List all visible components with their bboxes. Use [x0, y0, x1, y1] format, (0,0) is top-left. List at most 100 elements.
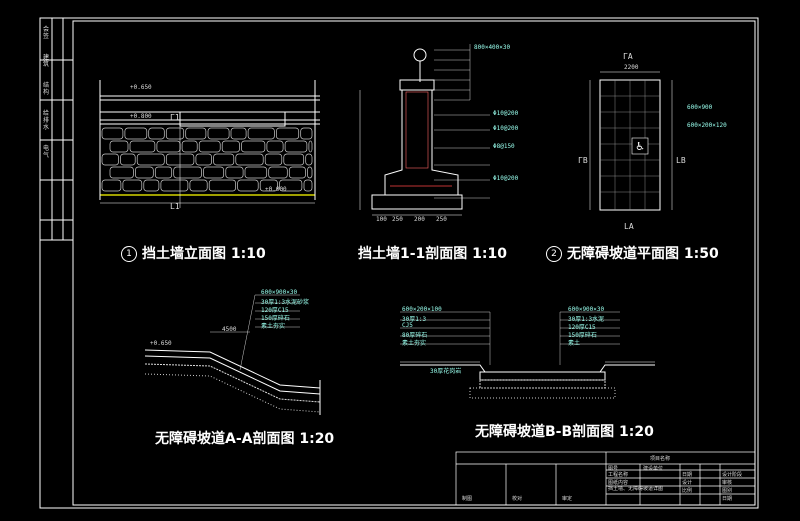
title-ramp-section-aa: 无障碍坡道A-A剖面图 1:20	[155, 431, 335, 447]
aa-span: 4500	[222, 326, 237, 333]
wall-stone	[124, 127, 148, 140]
bb-left-layer-4: 80厚碎石	[402, 332, 428, 339]
wall-stone	[259, 179, 278, 192]
wall-stone	[288, 166, 306, 179]
mark-top: ΓA	[623, 52, 633, 61]
callout-2: Φ10@200	[493, 125, 519, 132]
aa-layer-2: 30厚1:3水泥砂浆	[261, 299, 310, 306]
wall-stone	[268, 166, 288, 179]
strip-char: 签	[43, 33, 50, 40]
wall-stone	[225, 166, 244, 179]
strip-char: 电	[43, 145, 50, 152]
wall-stone	[284, 140, 308, 153]
wall-stone	[189, 179, 208, 192]
cap-spec-label: 800×400×30	[474, 44, 511, 51]
wall-stone	[303, 179, 313, 192]
tb-review: 审核	[722, 480, 733, 486]
inner-frame	[72, 20, 756, 506]
side-strip: 会 签 建 筑 结 构 给 排 水 电 气	[43, 26, 51, 159]
wall-stone	[264, 153, 283, 166]
title-retaining-wall-elevation: 挡土墙立面图 1:10	[142, 246, 266, 262]
outer-frame	[39, 17, 759, 509]
strip-char: 建	[43, 54, 50, 61]
dim-bottom-4: 250	[436, 216, 447, 223]
svg-text:♿: ♿	[635, 140, 645, 153]
aa-layer-3: 120厚C15	[261, 307, 289, 314]
wall-stone	[136, 153, 165, 166]
callout-4: Φ10@200	[493, 175, 519, 182]
tb-content-label: 图纸内容	[608, 480, 629, 486]
dim-bottom-2: 250	[392, 216, 403, 223]
wall-stone	[230, 127, 247, 140]
bb-left-layer-5: 素土夯实	[402, 340, 427, 347]
wall-stone	[160, 179, 189, 192]
mark-left: ΓB	[578, 156, 588, 165]
strip-char: 气	[43, 152, 50, 159]
ramp-section-aa	[144, 294, 321, 415]
drawing-number-2: 2	[546, 246, 562, 262]
aa-layer-1: 600×900×30	[261, 289, 298, 296]
tile-spec-2: 600×200×120	[687, 122, 727, 129]
aa-elev: +0.650	[150, 340, 172, 347]
wall-stone	[101, 127, 124, 140]
ramp-plan: ♿	[589, 71, 673, 211]
wall-stone	[279, 179, 303, 192]
bb-bottom-note: 30厚花岗岩	[430, 368, 462, 375]
wall-stone	[221, 140, 240, 153]
wall-stone	[122, 179, 143, 192]
tb-project: 工程名称	[608, 472, 629, 478]
wall-stone	[237, 179, 259, 192]
dim-bottom-1: 100	[376, 216, 387, 223]
wall-stone	[276, 127, 300, 140]
aa-layer-5: 素土夯实	[261, 323, 286, 330]
tb-client: 建设单位	[643, 466, 664, 472]
aa-layer-4: 150厚碎石	[261, 315, 290, 322]
wall-stone	[203, 166, 225, 179]
bb-right-layer-4: 150厚碎石	[568, 332, 597, 339]
retaining-wall-section	[359, 44, 490, 216]
strip-char: 水	[43, 124, 50, 131]
wall-stone	[235, 153, 264, 166]
wall-stone	[241, 140, 266, 153]
wall-stone	[101, 153, 119, 166]
bb-right-layer-2: 30厚1:3水泥	[568, 316, 605, 323]
tb-content: 挡土墙、无障碍坡道详图	[608, 486, 664, 492]
callout-3: Φ8@150	[493, 143, 515, 150]
wall-stone	[135, 166, 154, 179]
title-ramp-section-bb: 无障碍坡道B-B剖面图 1:20	[475, 424, 654, 440]
strip-char: 结	[43, 82, 50, 89]
tb-stage: 设计阶段	[722, 472, 743, 478]
title-ramp-plan: 无障碍坡道平面图 1:50	[567, 246, 719, 262]
wall-stone	[283, 153, 305, 166]
tb-design: 设计	[682, 480, 693, 486]
wall-stone	[207, 127, 230, 140]
wall-stone	[208, 179, 236, 192]
wall-stone	[247, 127, 275, 140]
bb-right-layer-5: 素土	[568, 340, 581, 347]
title-block	[455, 451, 756, 506]
wall-stone	[109, 140, 129, 153]
strip-char: 构	[43, 89, 50, 96]
wall-stone	[143, 179, 160, 192]
wall-stone	[173, 166, 202, 179]
mark-bottom: LA	[624, 222, 634, 231]
wall-stone	[101, 179, 122, 192]
elev-mid-label: +0.800	[130, 113, 152, 120]
elev-base-label: ±0.000	[265, 186, 287, 193]
dim-bottom-3: 200	[414, 216, 425, 223]
wall-stone	[195, 153, 212, 166]
section-mark-bottom: L1	[170, 202, 180, 211]
elev-top-label: +0.650	[130, 84, 152, 91]
bb-left-layer-3: CJ5	[402, 322, 413, 329]
wall-stone	[307, 166, 313, 179]
bb-right-layer-3: 120厚C15	[568, 324, 596, 331]
strip-char: 给	[43, 110, 50, 117]
tb-category: 图别	[722, 488, 733, 494]
wall-stone	[198, 140, 221, 153]
wall-stone	[185, 127, 207, 140]
tb-drawing-no: 图号	[608, 466, 619, 472]
strip-char: 筑	[43, 61, 50, 68]
drawing-number-1: 1	[121, 246, 137, 262]
wall-stone	[308, 140, 313, 153]
